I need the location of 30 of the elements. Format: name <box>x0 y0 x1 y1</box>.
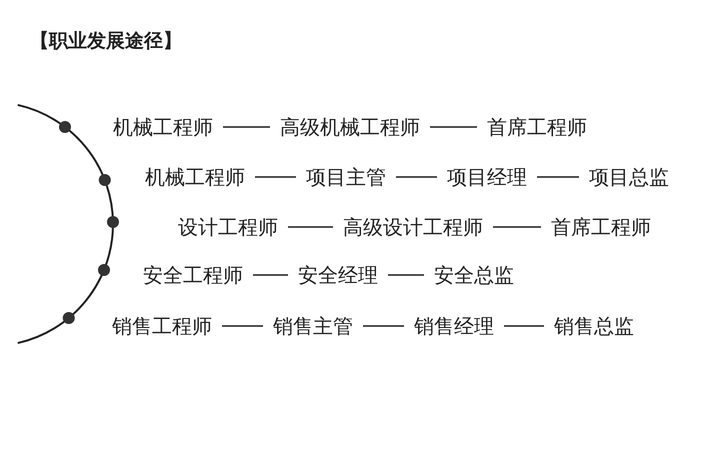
connector-line <box>493 226 541 228</box>
connector-line <box>288 226 333 228</box>
job-title: 销售主管 <box>273 314 353 338</box>
job-title: 销售经理 <box>414 314 494 338</box>
job-title: 项目主管 <box>306 165 386 189</box>
connector-line <box>223 126 270 128</box>
job-title: 安全总监 <box>434 263 514 287</box>
connector-line <box>363 325 404 327</box>
job-title: 安全工程师 <box>143 263 243 287</box>
job-title: 首席工程师 <box>551 215 651 239</box>
job-title: 高级设计工程师 <box>343 215 483 239</box>
connector-line <box>253 274 288 276</box>
connector-line <box>537 176 579 178</box>
job-title: 机械工程师 <box>113 115 213 139</box>
job-title: 首席工程师 <box>487 115 587 139</box>
job-title: 销售总监 <box>554 314 634 338</box>
job-title: 销售工程师 <box>112 314 212 338</box>
connector-line <box>222 325 263 327</box>
job-title: 机械工程师 <box>145 165 245 189</box>
connector-line <box>388 274 424 276</box>
job-title: 安全经理 <box>298 263 378 287</box>
job-title: 高级机械工程师 <box>280 115 420 139</box>
connector-line <box>255 176 296 178</box>
job-title: 设计工程师 <box>178 215 278 239</box>
job-title: 项目经理 <box>447 165 527 189</box>
connector-line <box>396 176 437 178</box>
connector-line <box>504 325 544 327</box>
heading: 【职业发展途径】 <box>30 29 182 54</box>
job-title: 项目总监 <box>589 165 669 189</box>
connector-line <box>430 126 477 128</box>
